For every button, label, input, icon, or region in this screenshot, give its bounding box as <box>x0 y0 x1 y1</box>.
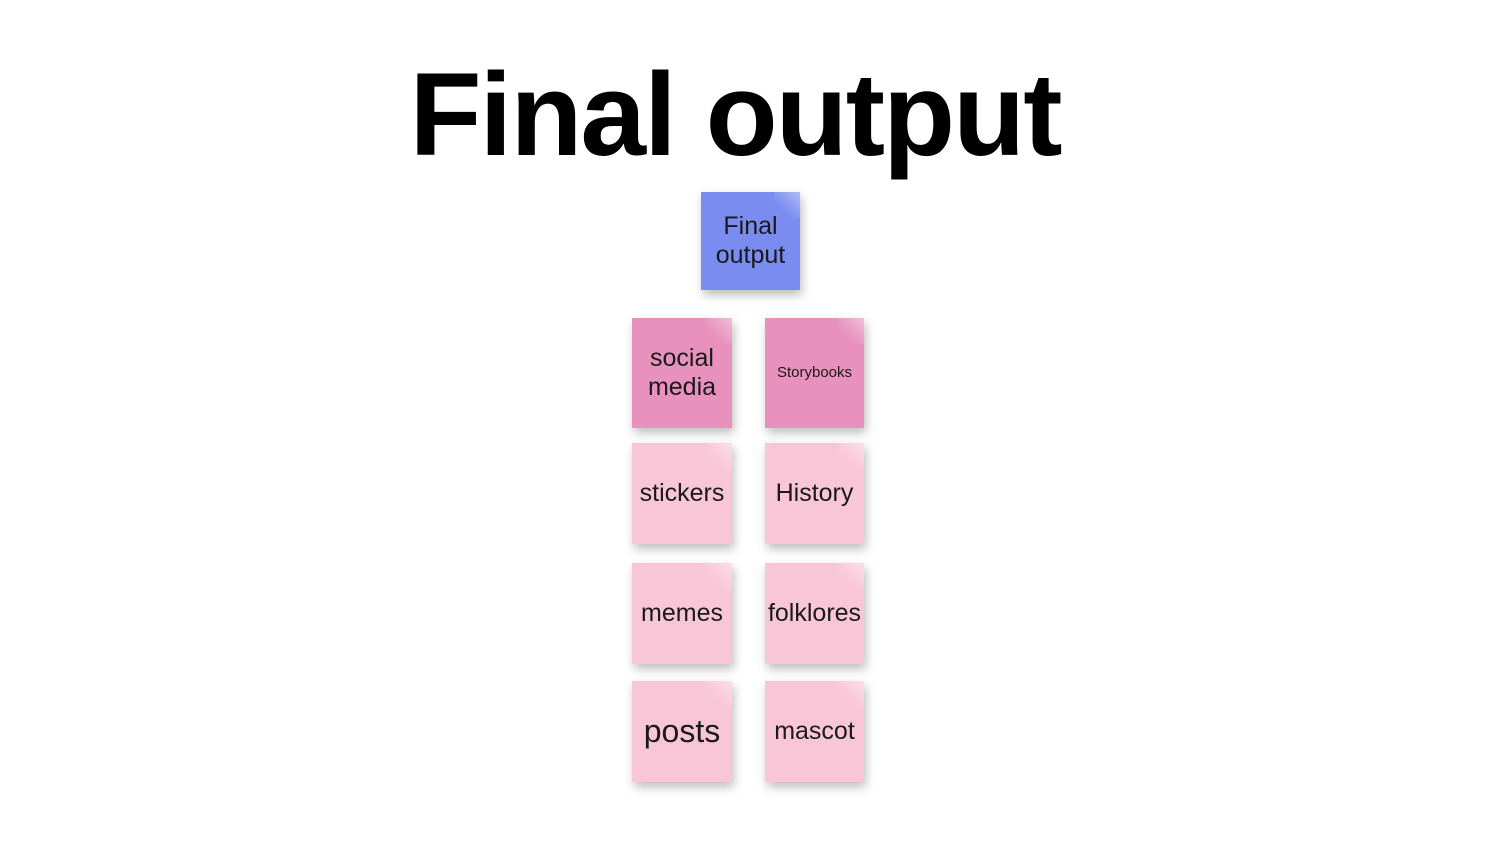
sticky-note-social-media[interactable]: social media <box>632 318 732 428</box>
sticky-note-storybooks[interactable]: Storybooks <box>765 318 864 428</box>
sticky-note-posts[interactable]: posts <box>632 681 732 782</box>
sticky-note-history[interactable]: History <box>765 443 864 544</box>
sticky-note-folklores[interactable]: folklores <box>765 563 864 664</box>
sticky-note-label: mascot <box>774 716 855 745</box>
sticky-note-label: folklores <box>767 598 862 627</box>
sticky-note-mascot[interactable]: mascot <box>765 681 864 782</box>
sticky-note-label: posts <box>643 712 721 749</box>
sticky-note-label: Storybooks <box>776 364 853 382</box>
sticky-note-stickers[interactable]: stickers <box>632 443 732 544</box>
sticky-note-label: social media <box>647 343 717 402</box>
page-title: Final output <box>409 49 1062 181</box>
sticky-note-label: History <box>775 478 854 507</box>
sticky-note-root[interactable]: Final output <box>701 192 800 290</box>
sticky-note-label: stickers <box>639 478 725 507</box>
sticky-note-label: memes <box>641 598 723 627</box>
sticky-note-label: Final output <box>715 211 786 270</box>
sticky-note-memes[interactable]: memes <box>632 563 732 664</box>
